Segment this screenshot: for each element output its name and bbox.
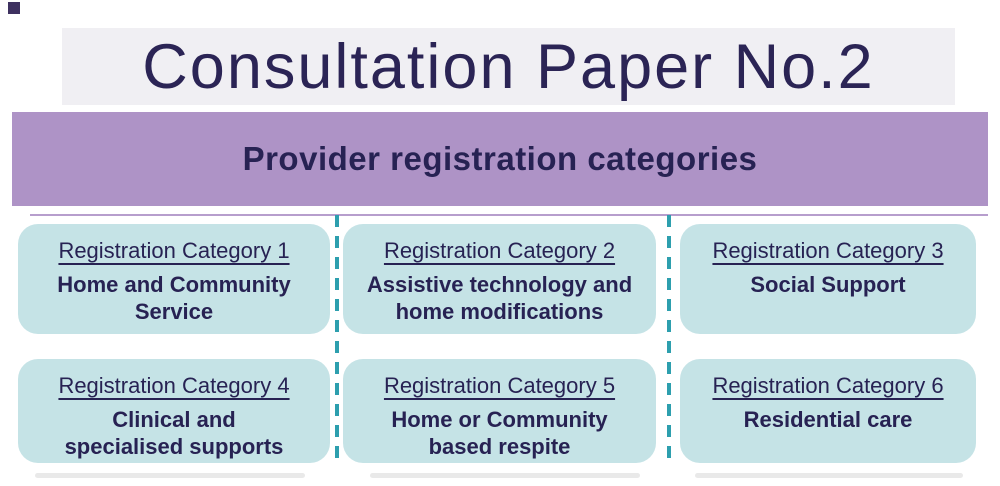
card-title: Assistive technology and home modificati… — [366, 272, 633, 324]
page-title: Consultation Paper No.2 — [142, 31, 875, 102]
card-title: Home or Community based respite — [391, 407, 608, 459]
card-title: Residential care — [743, 407, 913, 432]
card-title: Social Support — [750, 272, 906, 297]
card-category-label: Registration Category 6 — [712, 373, 944, 398]
bottom-shadow-bar — [370, 473, 640, 478]
card-category-label: Registration Category 3 — [712, 238, 944, 263]
section-banner-title: Provider registration categories — [242, 140, 758, 177]
title-banner: Consultation Paper No.2 — [62, 28, 955, 105]
card-category-label: Registration Category 2 — [383, 238, 616, 263]
corner-mark — [8, 2, 20, 14]
dashed-column-divider — [667, 215, 671, 463]
section-banner: Provider registration categories — [12, 112, 988, 206]
card-category-label: Registration Category 4 — [58, 373, 290, 398]
registration-category-card-2: Registration Category 2 Assistive techno… — [343, 224, 656, 334]
card-category-label: Registration Category 1 — [58, 238, 290, 263]
dashed-column-divider — [335, 215, 339, 463]
registration-category-card-3: Registration Category 3 Social Support — [680, 224, 976, 334]
registration-category-card-6: Registration Category 6 Residential care — [680, 359, 976, 463]
bottom-shadow-bar — [695, 473, 963, 478]
card-title: Clinical and specialised supports — [64, 407, 284, 459]
card-title: Home and Community Service — [57, 272, 291, 324]
bottom-shadow-bar — [35, 473, 305, 478]
registration-category-card-1: Registration Category 1 Home and Communi… — [18, 224, 330, 334]
separator-line — [30, 214, 988, 216]
registration-category-card-5: Registration Category 5 Home or Communit… — [343, 359, 656, 463]
registration-category-card-4: Registration Category 4 Clinical and spe… — [18, 359, 330, 463]
card-category-label: Registration Category 5 — [383, 373, 616, 398]
